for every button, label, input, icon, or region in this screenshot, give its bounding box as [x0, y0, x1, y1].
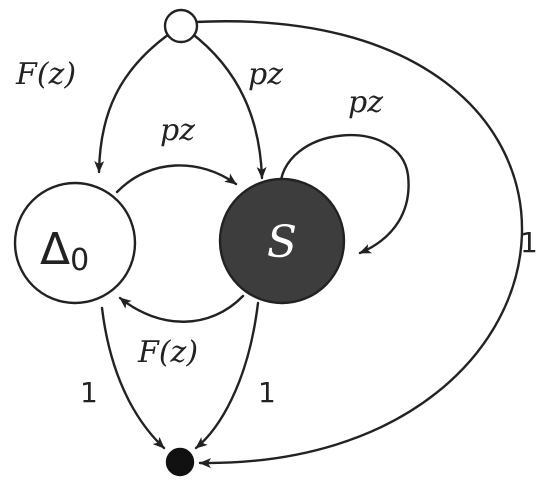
- edge-delta0-to-s: [115, 164, 238, 194]
- delta-symbol: Δ: [40, 224, 70, 275]
- label-s-self-loop: pz: [348, 85, 383, 120]
- edge-source-to-delta0: [94, 30, 174, 174]
- edge-s-self-loop: [278, 133, 410, 255]
- label-delta0-to-s: pz: [160, 113, 195, 148]
- delta-subscript: 0: [70, 243, 89, 278]
- label-s-to-sink: 1: [258, 376, 276, 409]
- label-source-to-s: pz: [248, 57, 283, 92]
- label-s-to-delta0: F(z): [137, 335, 198, 370]
- delta0-node-label: Δ0: [40, 224, 89, 278]
- label-source-to-delta0: F(z): [15, 57, 76, 92]
- edge-s-to-sink: [194, 301, 260, 450]
- s-node: [218, 177, 346, 305]
- edge-s-to-delta0: [118, 294, 245, 323]
- source-node: [163, 8, 199, 44]
- label-delta0-to-sink: 1: [80, 376, 98, 409]
- s-node-label: S: [267, 217, 297, 268]
- edge-delta0-to-sink: [100, 306, 166, 450]
- edge-source-to-s: [188, 30, 267, 180]
- label-source-to-sink: 1: [520, 226, 538, 259]
- edge-source-to-sink: [193, 20, 524, 469]
- sink-node: [165, 447, 195, 477]
- delta0-node: [13, 181, 137, 305]
